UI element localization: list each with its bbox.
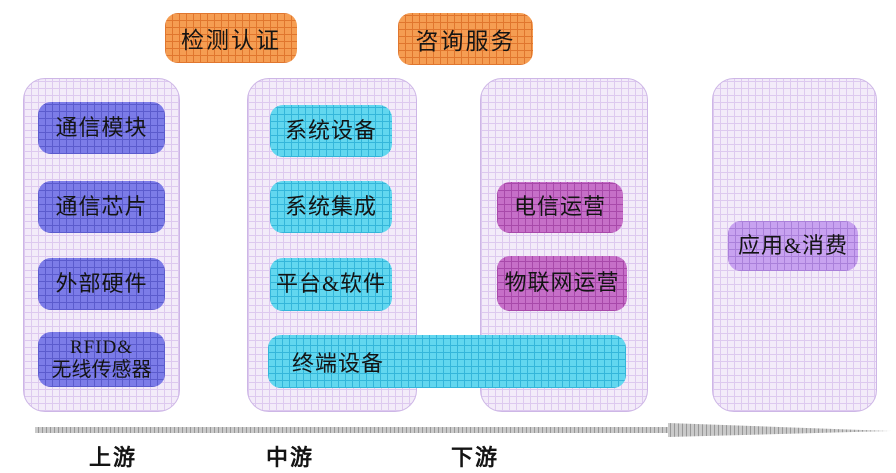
industry-chain-arrow <box>35 423 891 437</box>
box-system-integration: 系统集成 <box>270 181 392 233</box>
service-box-consulting: 咨询服务 <box>398 13 533 65</box>
service-label: 检测认证 <box>181 28 281 53</box>
box-platform-software: 平台&软件 <box>270 258 392 311</box>
box-label: 电信运营 <box>513 194 606 220</box>
box-rfid-wireless-sensor: RFID& 无线传感器 <box>38 332 165 387</box>
stage-label-upstream: 上游 <box>88 445 138 470</box>
box-label: 终端设备 <box>292 350 385 376</box>
box-terminal-devices: 终端设备 <box>268 335 626 388</box>
stage-label-midstream: 中游 <box>265 445 315 470</box>
box-communication-module: 通信模块 <box>38 102 165 154</box>
service-label: 咨询服务 <box>415 29 516 54</box>
stage-label-downstream: 下游 <box>450 445 500 470</box>
box-application-consumption: 应用&消费 <box>728 221 858 271</box>
box-label: 系统设备 <box>284 117 377 143</box>
box-label: 物联网运营 <box>504 270 620 296</box>
box-external-hardware: 外部硬件 <box>38 258 165 310</box>
box-label: 外部硬件 <box>55 270 148 296</box>
box-label: 系统集成 <box>284 193 377 219</box>
box-label: 通信芯片 <box>55 193 148 219</box>
box-telecom-operation: 电信运营 <box>497 182 623 233</box>
box-label: 通信模块 <box>55 114 148 140</box>
box-iot-operation: 物联网运营 <box>497 256 627 311</box>
box-label: 平台&软件 <box>275 271 387 297</box>
box-label: RFID& 无线传感器 <box>51 337 152 381</box>
service-box-testing-certification: 检测认证 <box>165 13 297 63</box>
box-system-equipment: 系统设备 <box>270 105 392 157</box>
box-communication-chip: 通信芯片 <box>38 181 165 233</box>
box-label: 应用&消费 <box>737 232 849 258</box>
